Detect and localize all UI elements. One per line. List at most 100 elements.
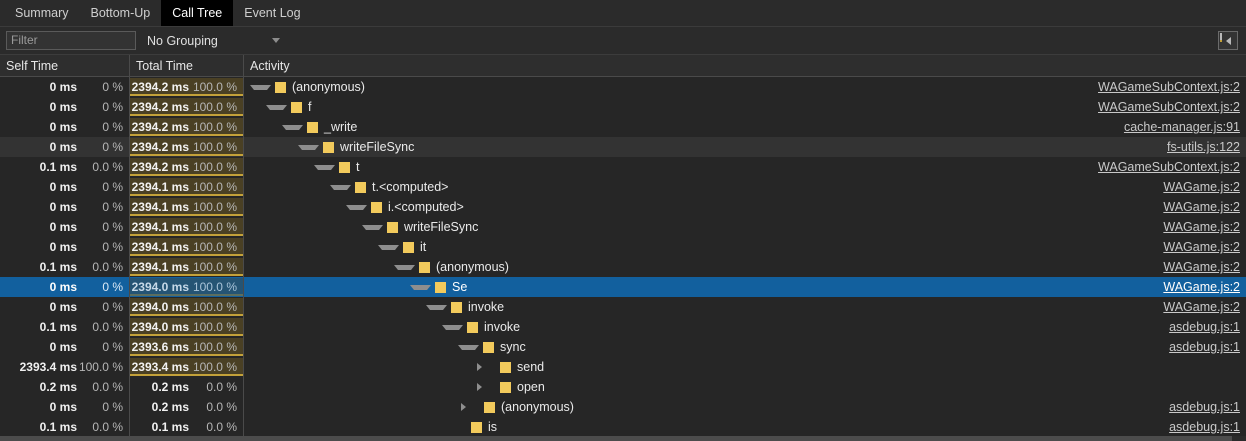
- triangle-down-icon[interactable]: [378, 244, 399, 250]
- triangle-down-icon[interactable]: [314, 164, 335, 170]
- total-time-ms: 2394.2 ms: [131, 160, 189, 174]
- tab-summary[interactable]: Summary: [15, 5, 69, 20]
- source-link[interactable]: WAGame.js:2: [1163, 200, 1240, 214]
- triangle-down-icon[interactable]: [410, 284, 431, 290]
- source-link[interactable]: asdebug.js:1: [1169, 400, 1240, 414]
- total-time-percent: 100.0 %: [192, 240, 237, 254]
- total-time-percent: 100.0 %: [192, 200, 237, 214]
- activity-color-swatch-icon: [500, 361, 511, 373]
- self-time-percent: 0 %: [102, 180, 123, 194]
- triangle-right-icon[interactable]: [477, 363, 495, 371]
- total-time-ms: 2394.0 ms: [131, 320, 189, 334]
- triangle-down-icon[interactable]: [346, 204, 367, 210]
- activity-label: Se: [452, 280, 468, 294]
- source-link[interactable]: WAGameSubContext.js:2: [1098, 160, 1240, 174]
- activity-label: open: [517, 380, 545, 394]
- source-link[interactable]: fs-utils.js:122: [1167, 140, 1240, 154]
- total-time-bar: [130, 158, 243, 176]
- horizontal-scrollbar-thumb[interactable]: [0, 436, 1232, 441]
- source-link[interactable]: asdebug.js:1: [1169, 340, 1240, 354]
- triangle-down-icon[interactable]: [266, 104, 287, 110]
- activity-color-swatch-icon: [371, 201, 382, 213]
- self-time-ms: 0 ms: [49, 300, 77, 314]
- activity-tree-node: invoke: [426, 300, 504, 314]
- cell-activity: send: [244, 357, 1246, 377]
- total-time-percent: 100.0 %: [192, 260, 237, 274]
- self-time-ms: 0 ms: [49, 80, 77, 94]
- self-time-percent: 0 %: [102, 240, 123, 254]
- source-link[interactable]: asdebug.js:1: [1169, 420, 1240, 434]
- triangle-down-icon[interactable]: [330, 184, 351, 190]
- tab-call-tree[interactable]: Call Tree: [161, 0, 234, 26]
- triangle-down-icon[interactable]: [426, 304, 447, 310]
- triangle-right-icon[interactable]: [477, 383, 495, 391]
- source-link[interactable]: WAGame.js:2: [1163, 220, 1240, 234]
- source-link[interactable]: WAGameSubContext.js:2: [1098, 80, 1240, 94]
- activity-label: (anonymous): [501, 400, 574, 414]
- self-time-percent: 0 %: [102, 120, 123, 134]
- source-link[interactable]: WAGameSubContext.js:2: [1098, 100, 1240, 114]
- triangle-down-icon[interactable]: [282, 124, 303, 130]
- self-time-ms: 0 ms: [49, 180, 77, 194]
- column-header-activity[interactable]: Activity: [250, 58, 290, 73]
- collapse-sidebar-button[interactable]: [1218, 31, 1238, 50]
- source-link[interactable]: WAGame.js:2: [1163, 260, 1240, 274]
- grouping-dropdown[interactable]: No Grouping: [147, 34, 280, 48]
- triangle-down-icon[interactable]: [250, 84, 271, 90]
- total-time-bar: [130, 218, 243, 236]
- activity-tree-node: i.<computed>: [346, 200, 464, 214]
- self-time-percent: 0 %: [102, 300, 123, 314]
- triangle-down-icon[interactable]: [394, 264, 415, 270]
- tab-event-log[interactable]: Event Log: [244, 5, 301, 20]
- column-header-self-time[interactable]: Self Time: [0, 55, 130, 76]
- triangle-down-icon[interactable]: [298, 144, 319, 150]
- triangle-right-icon[interactable]: [461, 403, 479, 411]
- source-link[interactable]: cache-manager.js:91: [1123, 120, 1240, 134]
- source-link[interactable]: WAGame.js:2: [1163, 180, 1240, 194]
- triangle-down-icon[interactable]: [458, 344, 479, 350]
- activity-label: t: [356, 160, 360, 174]
- source-link[interactable]: WAGame.js:2: [1163, 240, 1240, 254]
- activity-tree-node: _write: [282, 120, 357, 134]
- source-link[interactable]: WAGame.js:2: [1163, 300, 1240, 314]
- source-link[interactable]: WAGame.js:2: [1163, 280, 1240, 294]
- tab-bottom-up[interactable]: Bottom-Up: [90, 5, 151, 20]
- total-time-percent: 0.0 %: [206, 380, 237, 394]
- triangle-down-icon[interactable]: [362, 224, 383, 230]
- column-header-total-time[interactable]: Total Time: [130, 55, 244, 76]
- source-link[interactable]: asdebug.js:1: [1169, 320, 1240, 334]
- activity-tree-node: t: [314, 160, 359, 174]
- activity-label: writeFileSync: [340, 140, 415, 154]
- filter-input[interactable]: [6, 31, 136, 50]
- activity-label: invoke: [484, 320, 521, 334]
- horizontal-scrollbar[interactable]: [0, 436, 1246, 441]
- triangle-down-icon[interactable]: [442, 324, 463, 330]
